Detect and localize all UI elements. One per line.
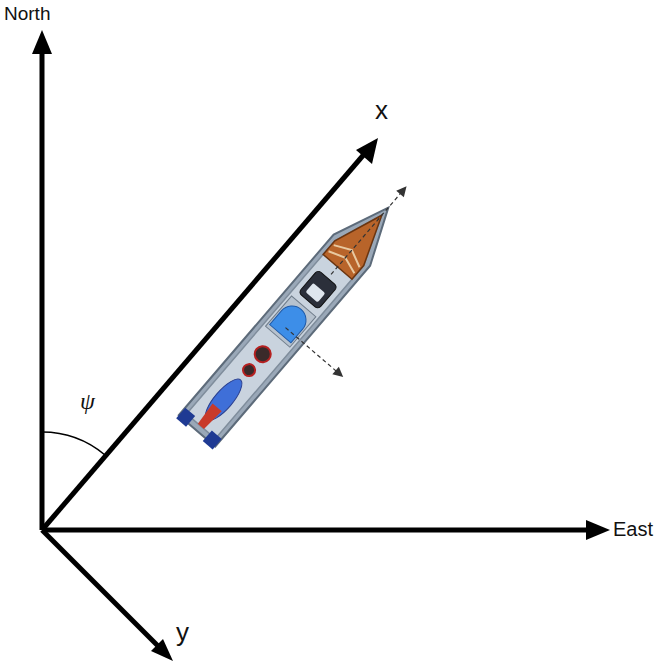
north-axis	[40, 48, 45, 530]
ship-illustration	[176, 171, 464, 484]
angle-label: ψ	[80, 388, 95, 414]
axis-label: y	[176, 618, 189, 647]
arrowhead	[32, 30, 52, 54]
east-axis	[42, 528, 592, 533]
arrowhead	[586, 520, 610, 540]
arrowhead	[151, 639, 173, 661]
angle-arc	[42, 432, 105, 455]
arrowhead	[356, 138, 378, 164]
arrowheads	[32, 30, 610, 661]
axis-label: North	[4, 4, 50, 25]
axis-label: x	[375, 96, 388, 125]
x-axis	[42, 152, 366, 530]
axis-label: East	[613, 518, 653, 540]
axes	[42, 48, 592, 648]
y-axis	[42, 530, 160, 648]
